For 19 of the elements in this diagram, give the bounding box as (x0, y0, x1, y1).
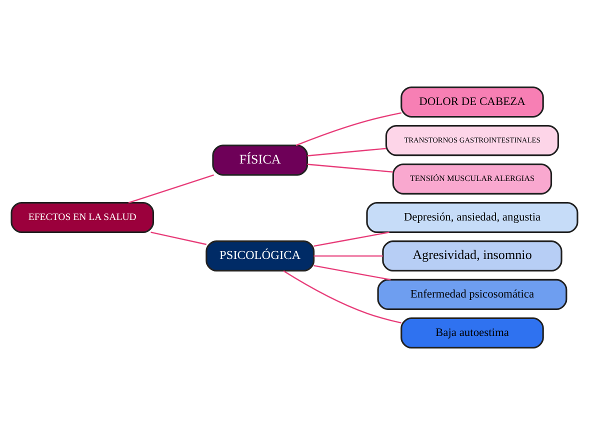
node-box: FÍSICA (212, 144, 308, 176)
connector (314, 254, 383, 256)
connector (307, 163, 394, 172)
node-box: Enfermedad psicosomática (377, 278, 568, 310)
connector (314, 231, 390, 246)
node-box: TENSIÓN MUSCULAR ALERGIAS (392, 162, 552, 194)
node-box: TRANSTORNOS GASTROINTESTINALES (385, 124, 560, 156)
node-box: DOLOR DE CABEZA (400, 86, 544, 118)
node-box: PSICOLÓGICA (206, 240, 315, 272)
connector (283, 270, 402, 324)
connector (314, 264, 391, 280)
node-box: EFECTOS EN LA SALUD (10, 201, 154, 233)
node-box: Agresividad, insomnio (382, 240, 562, 272)
node-box: Depresión, ansiedad, angustia (366, 201, 578, 233)
connector (128, 174, 214, 203)
connector (150, 231, 207, 245)
node-box: Baja autoestima (400, 316, 544, 348)
connector (296, 112, 402, 146)
connector (307, 147, 386, 156)
